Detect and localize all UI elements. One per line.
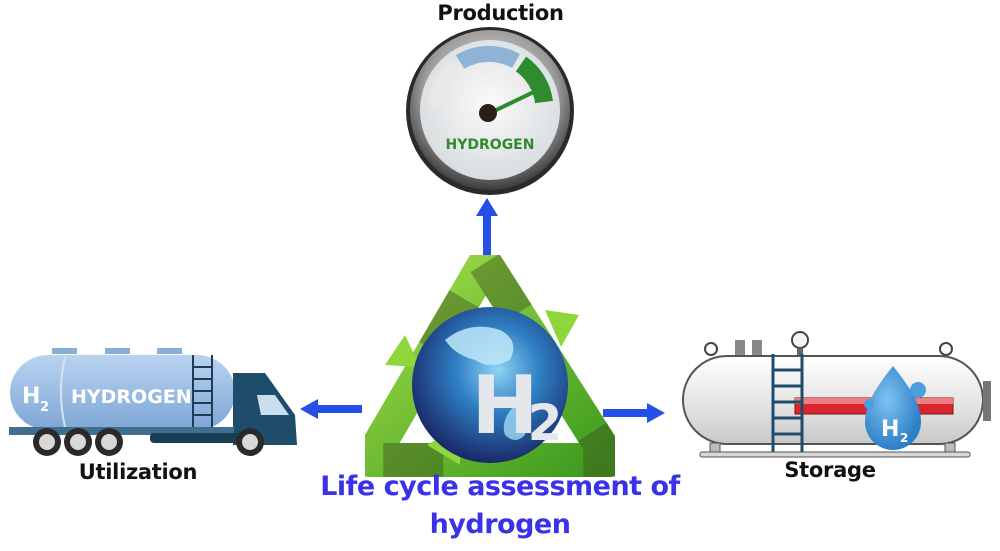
diagram-title: Life cycle assessment of hydrogen [250, 468, 750, 544]
tank-subscript: 2 [40, 400, 49, 415]
title-line-1: Life cycle assessment of [320, 471, 680, 502]
title-line-2: hydrogen [429, 509, 571, 540]
arrow-left-icon [300, 399, 362, 419]
recycle-globe-icon: H 2 [365, 255, 615, 477]
tanker-truck-icon: H 2 HYDROGEN [9, 348, 297, 456]
utilization-label: Utilization [78, 460, 198, 484]
gauge-text: HYDROGEN [446, 137, 535, 153]
drop-h-symbol: H [881, 417, 899, 442]
center-h-symbol: H [472, 359, 539, 452]
storage-label: Storage [784, 458, 876, 482]
tank-h-symbol: H [22, 384, 40, 409]
center-subscript: 2 [528, 394, 563, 452]
arrow-up-icon [476, 198, 498, 258]
pressure-gauge-icon: HYDROGEN [406, 27, 574, 195]
drop-subscript: 2 [900, 431, 908, 445]
storage-tank-icon: H 2 [682, 331, 991, 458]
tank-text: HYDROGEN [71, 386, 192, 408]
arrow-right-icon [603, 403, 665, 423]
production-label: Production [437, 1, 564, 25]
